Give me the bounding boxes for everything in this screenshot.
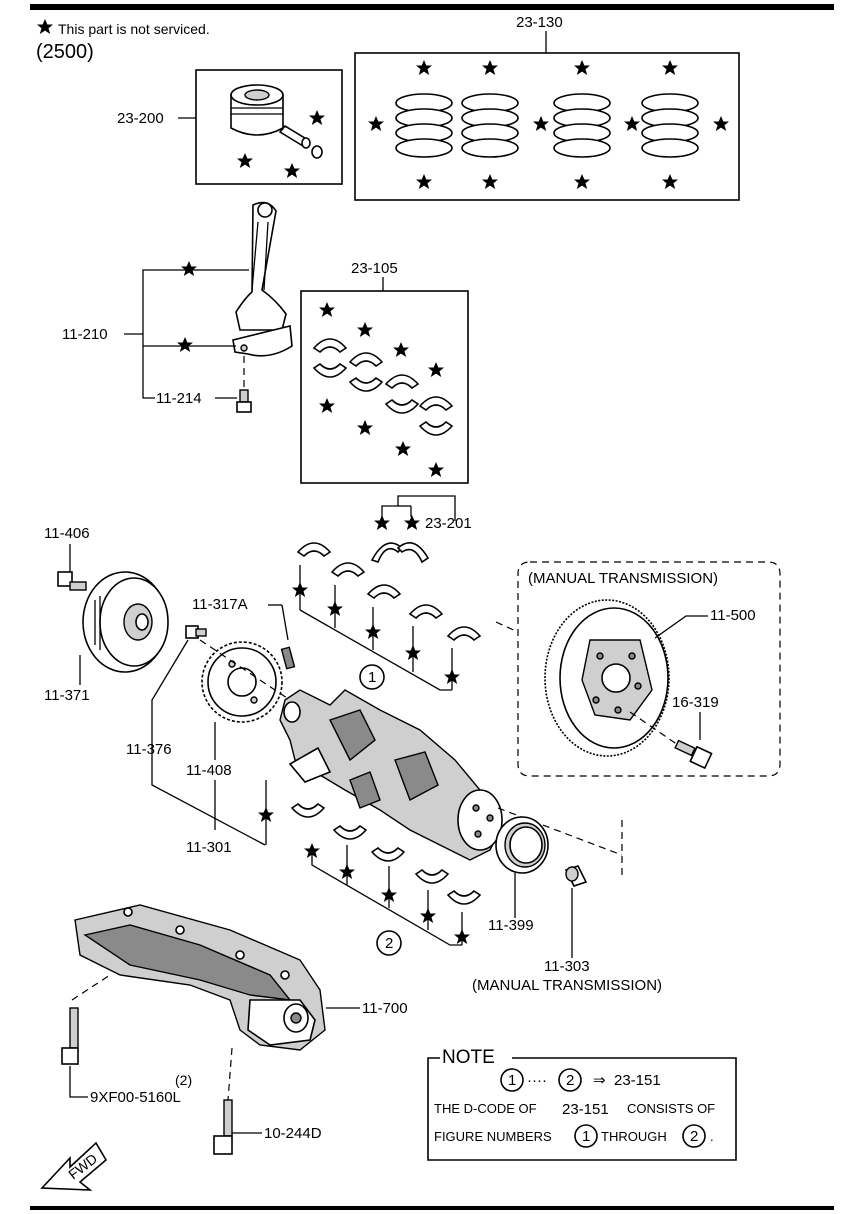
legend-star-icon xyxy=(37,19,53,34)
piston-ring-set-group: 23-130 xyxy=(354,14,740,201)
svg-text:10-244D: 10-244D xyxy=(264,1125,322,1142)
rod-bearing-shells xyxy=(312,338,454,436)
pilot-bearing xyxy=(564,865,588,887)
connecting-rod xyxy=(232,201,293,357)
balancer-bolt-long xyxy=(61,1007,79,1065)
flywheel xyxy=(544,599,670,757)
svg-text:11-399: 11-399 xyxy=(488,917,534,934)
svg-text:THE D-CODE OF: THE D-CODE OF xyxy=(434,1101,537,1116)
figure-1-marker xyxy=(359,664,385,690)
svg-text:23-151: 23-151 xyxy=(562,1101,609,1118)
svg-text:FIGURE NUMBERS: FIGURE NUMBERS xyxy=(434,1129,552,1144)
svg-text:2: 2 xyxy=(566,1072,574,1089)
svg-text:9XF00-5160L: 9XF00-5160L xyxy=(90,1089,181,1106)
svg-text:····: ···· xyxy=(527,1072,547,1089)
svg-text:⇒: ⇒ xyxy=(593,1072,606,1089)
svg-text:2: 2 xyxy=(385,935,393,952)
crankshaft xyxy=(279,689,503,861)
svg-text:(2): (2) xyxy=(175,1072,192,1088)
trigger-wheel-group: 11-317A 11-376 11-408 11-301 xyxy=(126,596,296,856)
rear-oil-seal xyxy=(495,816,549,874)
svg-text:23-130: 23-130 xyxy=(516,14,563,31)
rod-bolt xyxy=(236,356,252,413)
piston-group: 23-200 xyxy=(117,69,343,185)
svg-text:.: . xyxy=(710,1129,714,1144)
svg-text:THROUGH: THROUGH xyxy=(601,1129,667,1144)
bottom-rule xyxy=(30,1206,834,1210)
svg-text:23-201: 23-201 xyxy=(425,515,472,532)
thrust-bearing-group: 23-201 xyxy=(370,495,472,564)
oil-seal-group: 11-399 11-303 (MANUAL TRANSMISSION) xyxy=(472,816,662,994)
rod-bearing-group: 23-105 xyxy=(300,260,469,484)
manual-transmission-group: (MANUAL TRANSMISSION) 11-500 16-319 xyxy=(495,561,781,876)
ring-stack-2 xyxy=(461,93,519,158)
svg-text:1: 1 xyxy=(582,1128,590,1145)
svg-text:11-303: 11-303 xyxy=(544,958,590,975)
svg-text:11-317A: 11-317A xyxy=(192,596,248,613)
svg-text:2: 2 xyxy=(690,1128,698,1145)
pin-clip xyxy=(311,145,323,159)
svg-text:11-408: 11-408 xyxy=(186,762,232,779)
pulley-group: 11-406 11-371 xyxy=(44,525,169,704)
top-rule xyxy=(30,4,834,10)
upper-main-bearings: 1 xyxy=(292,542,482,691)
ring-stack-4 xyxy=(641,93,699,158)
note-box: NOTE 1 ···· 2 ⇒ 23-151 THE D-CODE OF 23-… xyxy=(427,1047,737,1161)
svg-text:NOTE: NOTE xyxy=(442,1047,495,1068)
svg-text:11-700: 11-700 xyxy=(362,1000,408,1017)
figure-2-marker xyxy=(376,930,402,956)
lower-main-bearings: 2 xyxy=(290,802,482,956)
connecting-rod-group: 11-210 11-214 xyxy=(62,201,293,413)
svg-text:23-105: 23-105 xyxy=(351,260,398,277)
balancer-unit-group: 11-700 (2) 9XF00-5160L 10-244D xyxy=(61,904,408,1155)
ring-stack-3 xyxy=(553,93,611,158)
legend-text: This part is not serviced. xyxy=(58,21,210,37)
trigger-bolt xyxy=(185,625,207,639)
svg-text:23-151: 23-151 xyxy=(614,1072,661,1089)
fwd-arrow-icon: FWD xyxy=(40,1141,108,1191)
svg-text:11-376: 11-376 xyxy=(126,741,172,758)
woodruff-key xyxy=(280,646,296,670)
group-code: (2500) xyxy=(36,41,94,63)
svg-text:11-210: 11-210 xyxy=(62,326,108,343)
svg-text:16-319: 16-319 xyxy=(672,694,719,711)
thrust-washer-1 xyxy=(370,542,404,563)
svg-text:1: 1 xyxy=(368,669,376,686)
svg-text:(MANUAL TRANSMISSION): (MANUAL TRANSMISSION) xyxy=(472,977,662,994)
ring-stack-1 xyxy=(395,93,453,158)
trigger-wheel xyxy=(201,641,283,723)
thrust-washer-2 xyxy=(396,542,430,564)
pulley-bolt xyxy=(57,571,87,591)
balancer-unit xyxy=(74,904,326,1051)
piston xyxy=(230,84,284,136)
svg-text:(MANUAL TRANSMISSION): (MANUAL TRANSMISSION) xyxy=(528,570,718,587)
balancer-bolt-short xyxy=(213,1099,233,1155)
svg-text:11-301: 11-301 xyxy=(186,839,232,856)
crank-pulley xyxy=(82,571,169,673)
flywheel-bolt xyxy=(674,739,713,770)
piston-pin xyxy=(278,124,311,149)
svg-text:11-406: 11-406 xyxy=(44,525,90,542)
svg-text:11-500: 11-500 xyxy=(710,607,756,624)
svg-text:11-371: 11-371 xyxy=(44,687,90,704)
svg-text:1: 1 xyxy=(508,1072,516,1089)
svg-text:11-214: 11-214 xyxy=(156,390,202,407)
svg-text:CONSISTS OF: CONSISTS OF xyxy=(627,1101,715,1116)
svg-text:23-200: 23-200 xyxy=(117,110,164,127)
